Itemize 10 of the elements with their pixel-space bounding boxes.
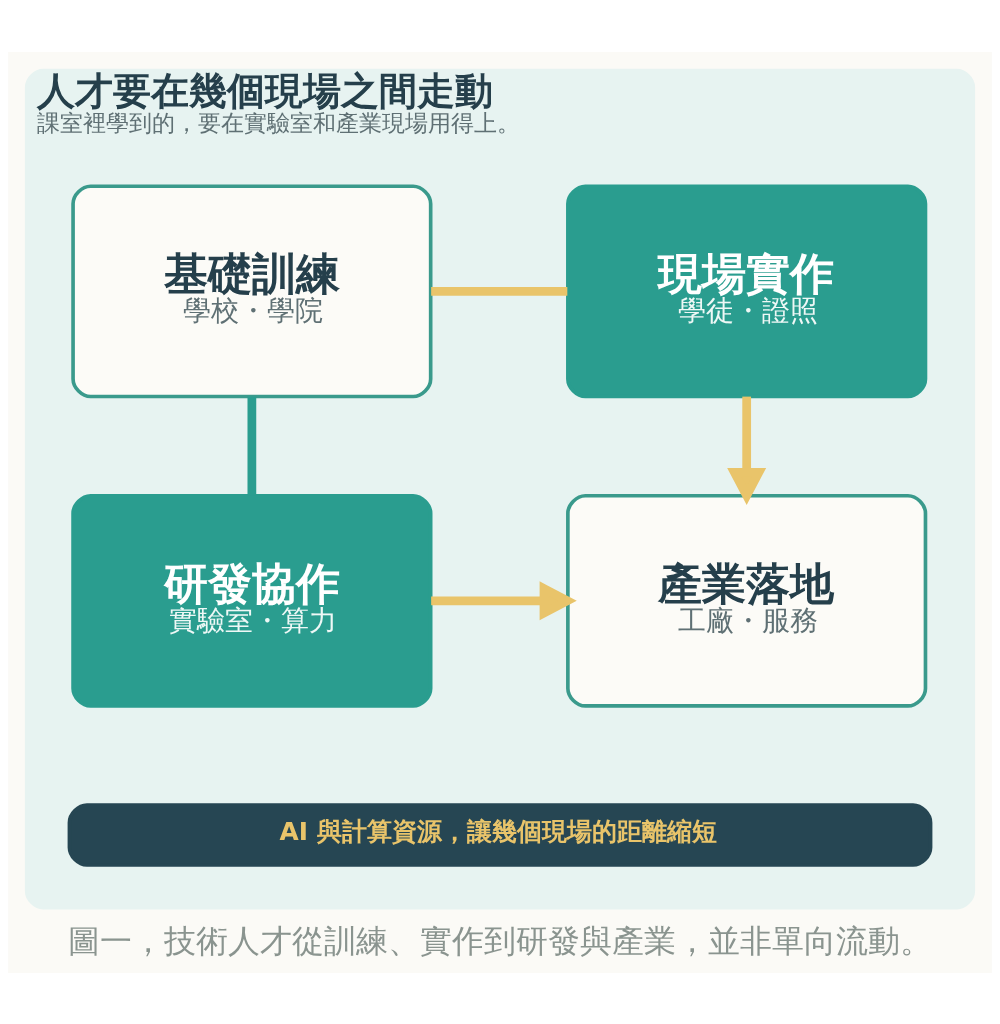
caption: 圖一，技術人才從訓練、實作到研發與產業，並非單向流動。 [68, 921, 932, 960]
arrow [727, 396, 767, 505]
node-box: AI 與計算資源，讓幾個現場的距離縮短 [67, 802, 933, 867]
arrow [431, 580, 577, 620]
connector [431, 286, 568, 296]
node-box: 產業落地 工廠・服務 [566, 493, 928, 708]
node-box: 研發協作 實驗室・算力 [71, 493, 433, 708]
node-box: 現場實作 學徒・證照 [566, 183, 928, 398]
node-box: 基礎訓練 學校・學院 [71, 183, 433, 398]
connector [247, 396, 257, 496]
